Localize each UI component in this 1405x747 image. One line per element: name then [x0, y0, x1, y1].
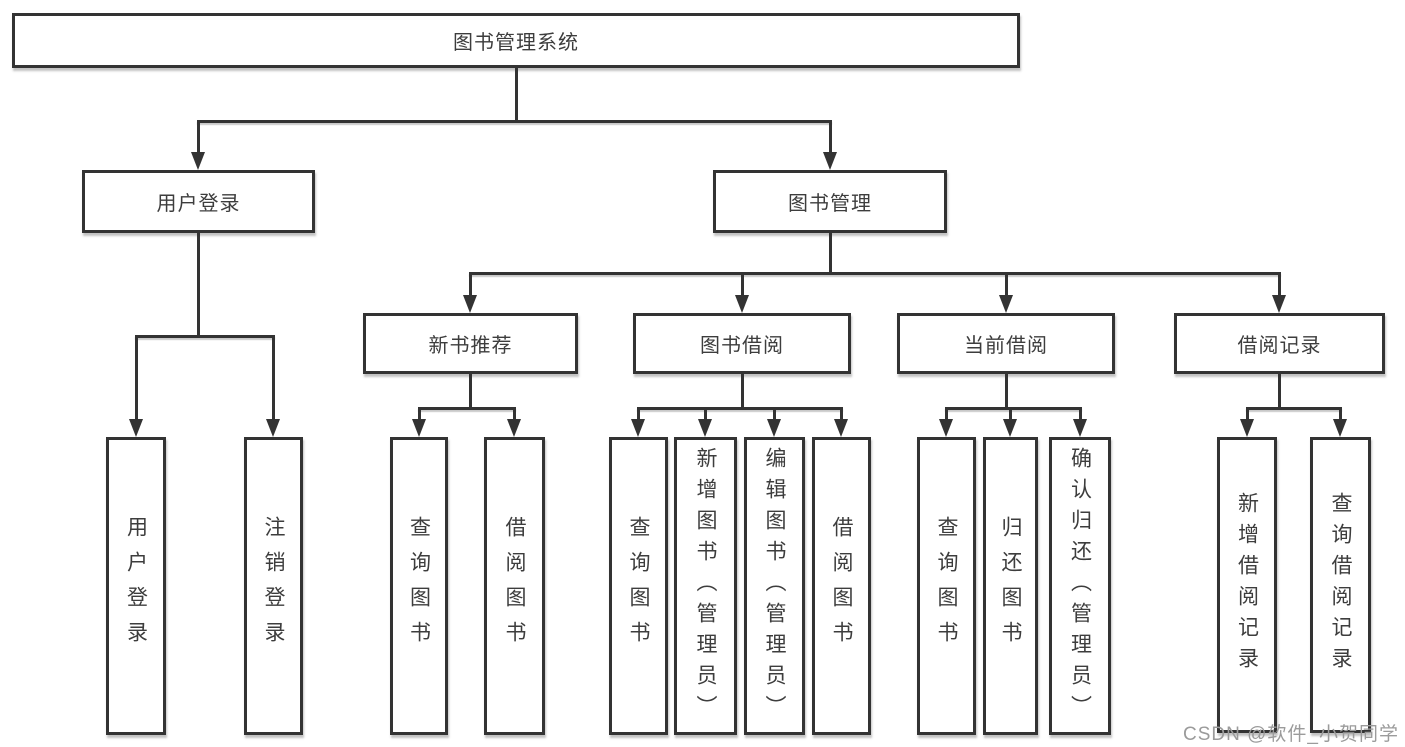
- arrowhead-borrow-books-recommend: [507, 419, 521, 437]
- node-borrow-record: 借阅记录: [1174, 313, 1385, 374]
- leaf-return-books: 归还图书: [983, 437, 1038, 735]
- connector-stem-edit-books-admin: [773, 407, 776, 421]
- leaf-confirm-return-admin: 确认归还（管理员）: [1049, 437, 1111, 735]
- connector-user-login-stem: [197, 233, 200, 335]
- arrowhead-new-book-recommend: [463, 295, 477, 313]
- leaf-edit-books-admin-label: 编辑图书（管理员）: [763, 446, 786, 726]
- node-borrow-record-label: 借阅记录: [1237, 335, 1322, 357]
- connector-root-stem: [515, 68, 518, 120]
- arrowhead-query-books-recommend: [412, 419, 426, 437]
- connector-stem-return-books: [1009, 407, 1012, 421]
- watermark: CSDN @软件_小贺同学: [1183, 724, 1399, 745]
- leaf-add-books-admin-label: 新增图书（管理员）: [694, 446, 717, 726]
- node-user-login-label: 用户登录: [156, 193, 241, 215]
- connector-stem-add-borrow-record: [1246, 407, 1249, 421]
- node-library-system: 图书管理系统: [12, 13, 1020, 68]
- arrowhead-book-borrow: [735, 295, 749, 313]
- connector-new-book-recommend-bus: [418, 407, 516, 410]
- connector-book-borrow-bus: [637, 407, 843, 410]
- leaf-query-books-borrow: 查询图书: [609, 437, 668, 735]
- connector-stem-new-book-recommend: [469, 272, 472, 297]
- leaf-logout: 注销登录: [244, 437, 303, 735]
- arrowhead-query-books-borrow: [631, 419, 645, 437]
- arrowhead-query-books-current: [939, 419, 953, 437]
- leaf-query-borrow-record-label: 查询借阅记录: [1329, 492, 1352, 678]
- connector-stem-confirm-return-admin: [1079, 407, 1082, 421]
- connector-stem-book-borrow: [741, 272, 744, 297]
- connector-book-management-stem: [829, 233, 832, 272]
- leaf-add-books-admin: 新增图书（管理员）: [674, 437, 737, 735]
- node-user-login: 用户登录: [82, 170, 315, 233]
- leaf-borrow-books: 借阅图书: [812, 437, 871, 735]
- connector-stem-add-books-admin: [704, 407, 707, 421]
- leaf-query-books-borrow-label: 查询图书: [627, 516, 650, 656]
- arrowhead-user-login: [191, 152, 205, 170]
- connector-stem-borrow-books-recommend: [513, 407, 516, 421]
- node-library-system-label: 图书管理系统: [453, 32, 579, 54]
- arrowhead-return-books: [1003, 419, 1017, 437]
- connector-stem-borrow-record: [1278, 272, 1281, 297]
- connector-stem-query-borrow-record: [1339, 407, 1342, 421]
- leaf-borrow-books-label: 借阅图书: [830, 516, 853, 656]
- leaf-logout-label: 注销登录: [262, 516, 285, 656]
- arrowhead-leaf-user-login: [129, 419, 143, 437]
- connector-stem-user-login: [197, 120, 200, 154]
- leaf-add-borrow-record-label: 新增借阅记录: [1235, 492, 1259, 678]
- arrowhead-leaf-logout: [266, 419, 280, 437]
- node-book-management-label: 图书管理: [788, 193, 872, 215]
- leaf-return-books-label: 归还图书: [999, 516, 1022, 656]
- connector-borrow-record-bus: [1246, 407, 1342, 410]
- connector-book-borrow-stem: [741, 373, 744, 407]
- leaf-confirm-return-admin-label: 确认归还（管理员）: [1068, 446, 1092, 726]
- arrowhead-current-borrow: [999, 295, 1013, 313]
- node-new-book-recommend-label: 新书推荐: [428, 335, 513, 357]
- node-current-borrow-label: 当前借阅: [964, 335, 1048, 357]
- connector-borrow-record-stem: [1278, 373, 1281, 407]
- connector-stem-query-books-borrow: [637, 407, 640, 421]
- leaf-user-login-label: 用户登录: [124, 516, 148, 656]
- leaf-edit-books-admin: 编辑图书（管理员）: [744, 437, 805, 735]
- connector-book-management-bus: [469, 272, 1281, 275]
- leaf-borrow-books-recommend-label: 借阅图书: [503, 516, 526, 656]
- arrowhead-book-management: [823, 152, 837, 170]
- leaf-query-books-recommend: 查询图书: [390, 437, 448, 735]
- connector-current-borrow-bus: [945, 407, 1082, 410]
- connector-user-login-bus: [135, 335, 275, 338]
- arrowhead-edit-books-admin: [767, 419, 781, 437]
- leaf-query-borrow-record: 查询借阅记录: [1310, 437, 1371, 733]
- leaf-query-books-current: 查询图书: [917, 437, 976, 735]
- leaf-borrow-books-recommend: 借阅图书: [484, 437, 545, 735]
- connector-root-bus: [197, 120, 832, 123]
- connector-stem-current-borrow: [1005, 272, 1008, 297]
- arrowhead-add-books-admin: [698, 419, 712, 437]
- connector-stem-leaf-user-login: [135, 335, 138, 421]
- connector-stem-borrow-books: [840, 407, 843, 421]
- leaf-add-borrow-record: 新增借阅记录: [1217, 437, 1277, 733]
- node-new-book-recommend: 新书推荐: [363, 313, 578, 374]
- arrowhead-confirm-return-admin: [1073, 419, 1087, 437]
- connector-new-book-recommend-stem: [469, 373, 472, 407]
- node-current-borrow: 当前借阅: [897, 313, 1115, 374]
- connector-stem-leaf-logout: [272, 335, 275, 421]
- node-book-management: 图书管理: [713, 170, 947, 233]
- connector-stem-query-books-current: [945, 407, 948, 421]
- connector-stem-query-books-recommend: [418, 407, 421, 421]
- connector-current-borrow-stem: [1005, 373, 1008, 407]
- arrowhead-borrow-record: [1272, 295, 1286, 313]
- leaf-query-books-recommend-label: 查询图书: [407, 516, 431, 656]
- node-book-borrow-label: 图书借阅: [700, 335, 784, 357]
- node-book-borrow: 图书借阅: [633, 313, 851, 374]
- arrowhead-query-borrow-record: [1333, 419, 1347, 437]
- connector-stem-book-management: [829, 120, 832, 154]
- leaf-query-books-current-label: 查询图书: [935, 516, 958, 656]
- arrowhead-add-borrow-record: [1240, 419, 1254, 437]
- arrowhead-borrow-books: [834, 419, 848, 437]
- leaf-user-login: 用户登录: [106, 437, 166, 735]
